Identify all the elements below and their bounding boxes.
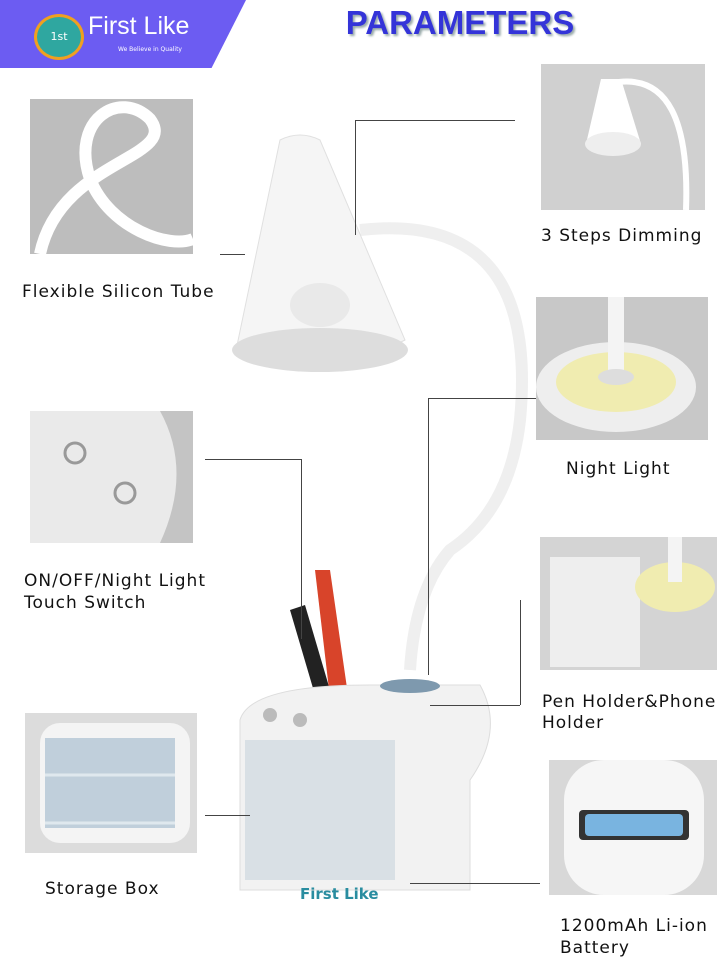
feature-label-touch-switch-1: ON/OFF/Night Light: [24, 571, 206, 591]
leader-line: [220, 254, 245, 255]
leader-line: [301, 459, 302, 639]
brand-tagline: We Believe in Quality: [118, 46, 182, 53]
battery-image: [549, 760, 717, 895]
feature-label-pen-holder-2: Holder: [542, 713, 605, 733]
page-title: PARAMETERS: [345, 4, 575, 41]
brand-name: First Like: [88, 12, 190, 40]
leader-line: [205, 815, 250, 816]
feature-label-pen-holder-1: Pen Holder&Phone: [542, 692, 717, 712]
silicon-tube-image: [30, 99, 193, 254]
feature-label-touch-switch-2: Touch Switch: [24, 593, 147, 613]
feature-label-night-light: Night Light: [566, 459, 671, 479]
leader-line: [205, 459, 301, 460]
feature-label-dimming: 3 Steps Dimming: [541, 226, 703, 246]
feature-label-silicon-tube: Flexible Silicon Tube: [22, 282, 215, 302]
brand-banner: 1st First Like We Believe in Quality: [0, 0, 246, 68]
leader-line: [430, 705, 520, 706]
leader-line: [410, 883, 540, 884]
leader-line: [355, 120, 515, 121]
touch-switch-image: [30, 411, 193, 543]
brand-logo: 1st: [34, 14, 84, 60]
leader-line: [428, 398, 536, 399]
lamp-brand-logo: First Like: [300, 885, 379, 903]
night-light-image: [536, 297, 708, 440]
feature-label-battery-1: 1200mAh Li-ion: [560, 916, 708, 936]
pen-holder-image: [540, 537, 717, 670]
desk-lamp-image: [232, 134, 528, 891]
dimming-image: [541, 64, 705, 210]
leader-line: [520, 600, 521, 705]
leader-line: [428, 398, 429, 675]
leader-line: [355, 120, 356, 235]
feature-label-storage-box: Storage Box: [45, 879, 160, 899]
storage-box-image: [25, 713, 197, 853]
feature-label-battery-2: Battery: [560, 938, 630, 958]
